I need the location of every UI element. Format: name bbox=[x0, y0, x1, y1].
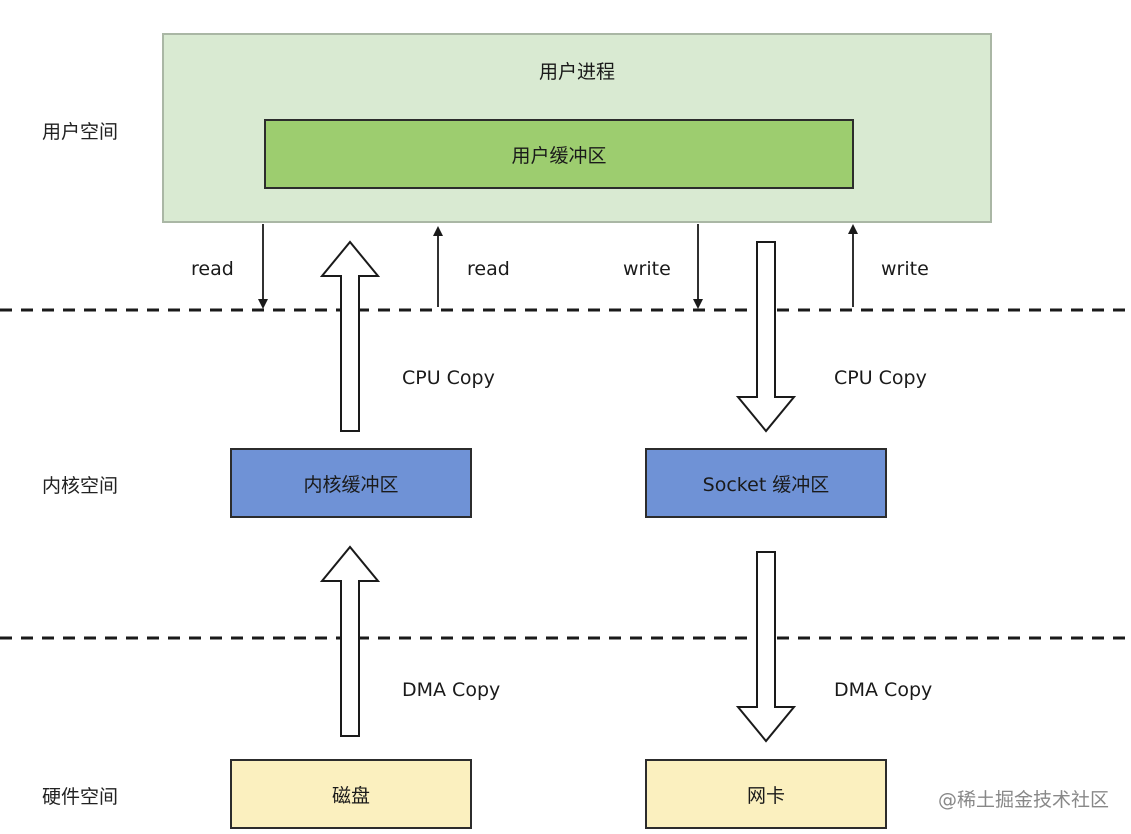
kernel-buffer-box: 内核缓冲区 bbox=[230, 448, 472, 518]
dma-copy-up-arrow bbox=[319, 545, 381, 737]
dma-copy-left-label: DMA Copy bbox=[402, 679, 501, 701]
cpu-copy-left-label: CPU Copy bbox=[402, 367, 495, 389]
user-process-label: 用户进程 bbox=[538, 61, 615, 83]
hardware-space-label: 硬件空间 bbox=[42, 786, 119, 808]
cpu-copy-up-arrow bbox=[319, 240, 381, 432]
disk-box: 磁盘 bbox=[230, 759, 472, 829]
cpu-copy-down-arrow bbox=[735, 241, 797, 433]
kernel-buffer-label: 内核缓冲区 bbox=[303, 473, 399, 496]
disk-label: 磁盘 bbox=[331, 784, 370, 807]
watermark: @稀土掘金技术社区 bbox=[937, 789, 1109, 811]
kernel-space-label: 内核空间 bbox=[42, 475, 119, 497]
nic-label: 网卡 bbox=[746, 784, 785, 807]
read-return-label: read bbox=[467, 258, 510, 280]
read-call-label: read bbox=[191, 258, 234, 280]
dma-copy-down-arrow bbox=[735, 551, 797, 743]
dma-copy-right-label: DMA Copy bbox=[834, 679, 933, 701]
write-call-label: write bbox=[623, 258, 671, 280]
user-buffer-label: 用户缓冲区 bbox=[511, 144, 607, 167]
nic-box: 网卡 bbox=[645, 759, 887, 829]
user-space-label: 用户空间 bbox=[42, 121, 119, 143]
user-buffer-box: 用户缓冲区 bbox=[264, 119, 854, 189]
socket-buffer-label: Socket 缓冲区 bbox=[702, 473, 830, 496]
socket-buffer-box: Socket 缓冲区 bbox=[645, 448, 887, 518]
write-return-label: write bbox=[881, 258, 929, 280]
cpu-copy-right-label: CPU Copy bbox=[834, 367, 927, 389]
